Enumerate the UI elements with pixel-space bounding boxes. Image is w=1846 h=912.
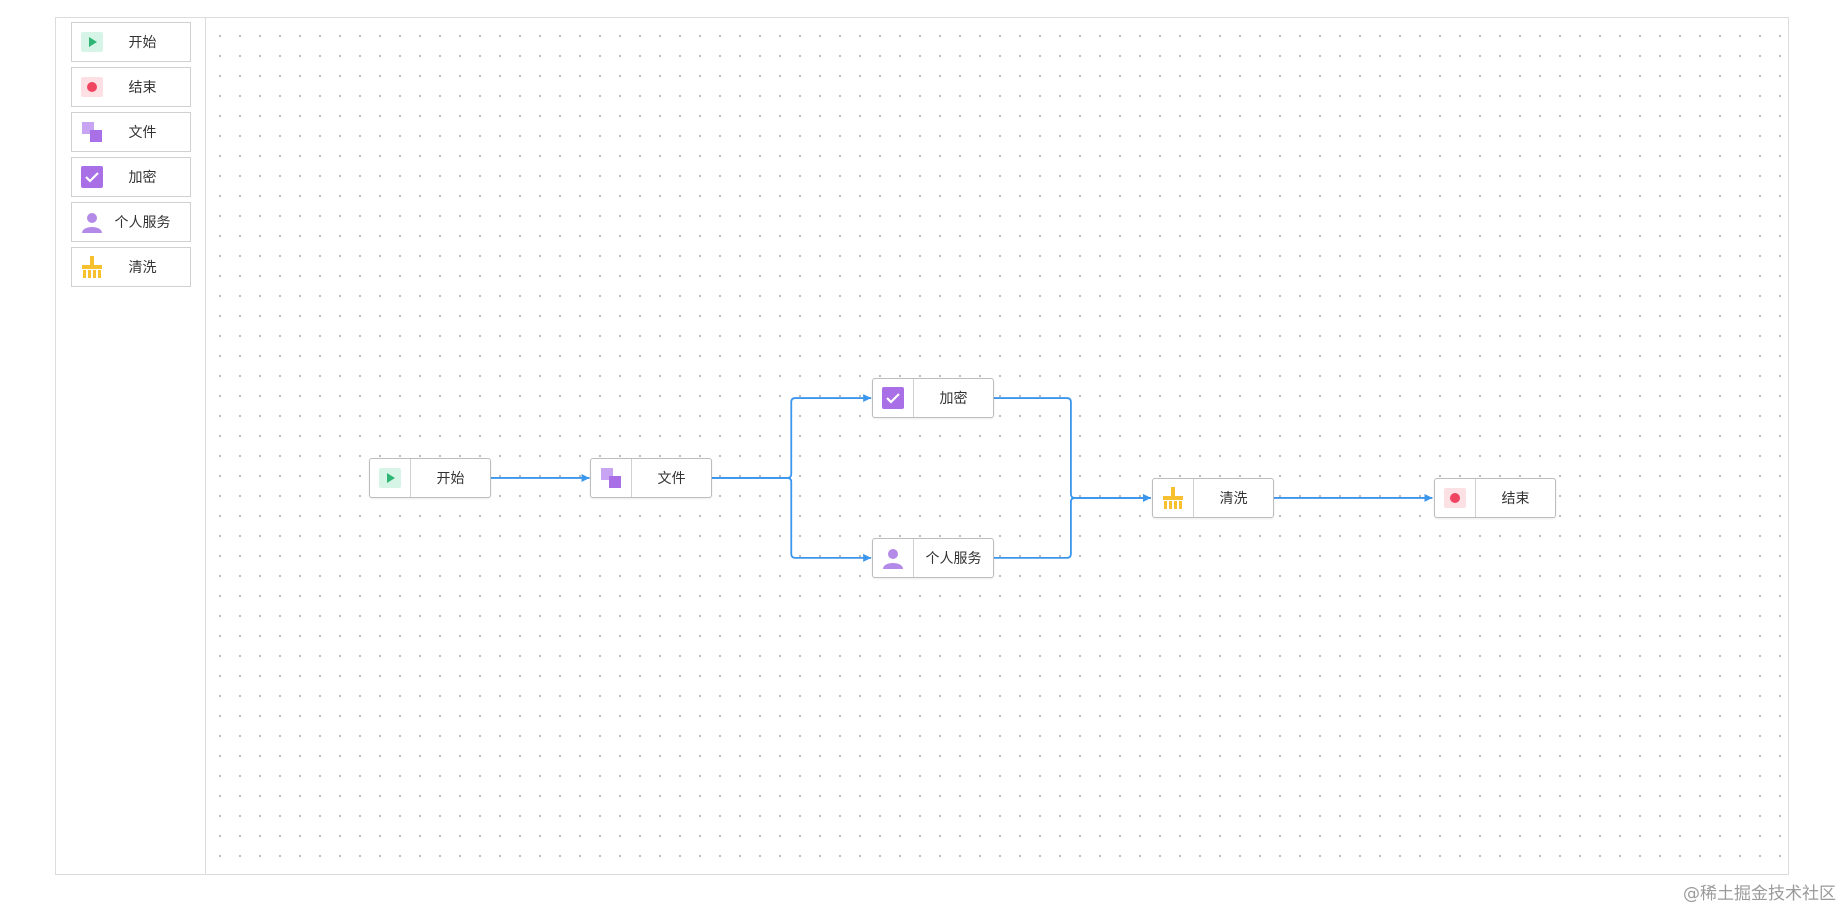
edge-encrypt-clean[interactable] bbox=[993, 397, 1151, 502]
node-file[interactable]: 文件 bbox=[590, 458, 712, 498]
node-clean[interactable]: 清洗 bbox=[1152, 478, 1274, 518]
file-squares-icon bbox=[81, 121, 103, 143]
stencil-item-personal[interactable]: 个人服务 bbox=[71, 202, 191, 242]
node-start[interactable]: 开始 bbox=[369, 458, 491, 498]
edge-file-encrypt[interactable] bbox=[711, 394, 872, 479]
node-label: 文件 bbox=[657, 471, 686, 487]
node-label: 清洗 bbox=[1219, 491, 1248, 507]
stop-dot-icon bbox=[81, 76, 103, 98]
node-end[interactable]: 结束 bbox=[1434, 478, 1556, 518]
node-label: 开始 bbox=[436, 471, 465, 487]
stencil-label: 开始 bbox=[128, 35, 157, 51]
stop-dot-icon bbox=[1435, 479, 1476, 517]
checkbox-icon bbox=[81, 166, 103, 188]
broom-icon bbox=[1153, 479, 1194, 517]
stencil-item-start[interactable]: 开始 bbox=[71, 22, 191, 62]
stencil-label: 结束 bbox=[128, 80, 157, 96]
node-personal[interactable]: 个人服务 bbox=[872, 538, 994, 578]
watermark: @稀土掘金技术社区 bbox=[1683, 884, 1836, 904]
edge-personal-clean[interactable] bbox=[993, 493, 1151, 559]
stencil-item-file[interactable]: 文件 bbox=[71, 112, 191, 152]
stencil-label: 文件 bbox=[128, 125, 157, 141]
node-encrypt[interactable]: 加密 bbox=[872, 378, 994, 418]
file-squares-icon bbox=[591, 459, 632, 497]
flow-editor: 开始 结束 文件 加密 个人服务 bbox=[55, 17, 1789, 875]
edges-layer bbox=[490, 394, 1433, 562]
stencil-label: 加密 bbox=[128, 170, 157, 186]
node-label: 个人服务 bbox=[925, 551, 982, 567]
play-icon bbox=[370, 459, 411, 497]
graph-canvas[interactable]: 开始 文件 加密 个人服务 清洗 bbox=[206, 18, 1788, 874]
user-icon bbox=[873, 539, 914, 577]
stencil-item-clean[interactable]: 清洗 bbox=[71, 247, 191, 287]
node-label: 加密 bbox=[939, 391, 968, 407]
broom-icon bbox=[81, 256, 103, 278]
checkbox-icon bbox=[873, 379, 914, 417]
stencil-label: 个人服务 bbox=[114, 215, 171, 231]
stencil-item-encrypt[interactable]: 加密 bbox=[71, 157, 191, 197]
stencil-panel: 开始 结束 文件 加密 个人服务 bbox=[56, 18, 206, 874]
stencil-item-end[interactable]: 结束 bbox=[71, 67, 191, 107]
node-label: 结束 bbox=[1501, 491, 1530, 507]
edge-file-personal[interactable] bbox=[711, 477, 872, 562]
stencil-label: 清洗 bbox=[128, 260, 157, 276]
user-icon bbox=[81, 211, 103, 233]
play-icon bbox=[81, 31, 103, 53]
